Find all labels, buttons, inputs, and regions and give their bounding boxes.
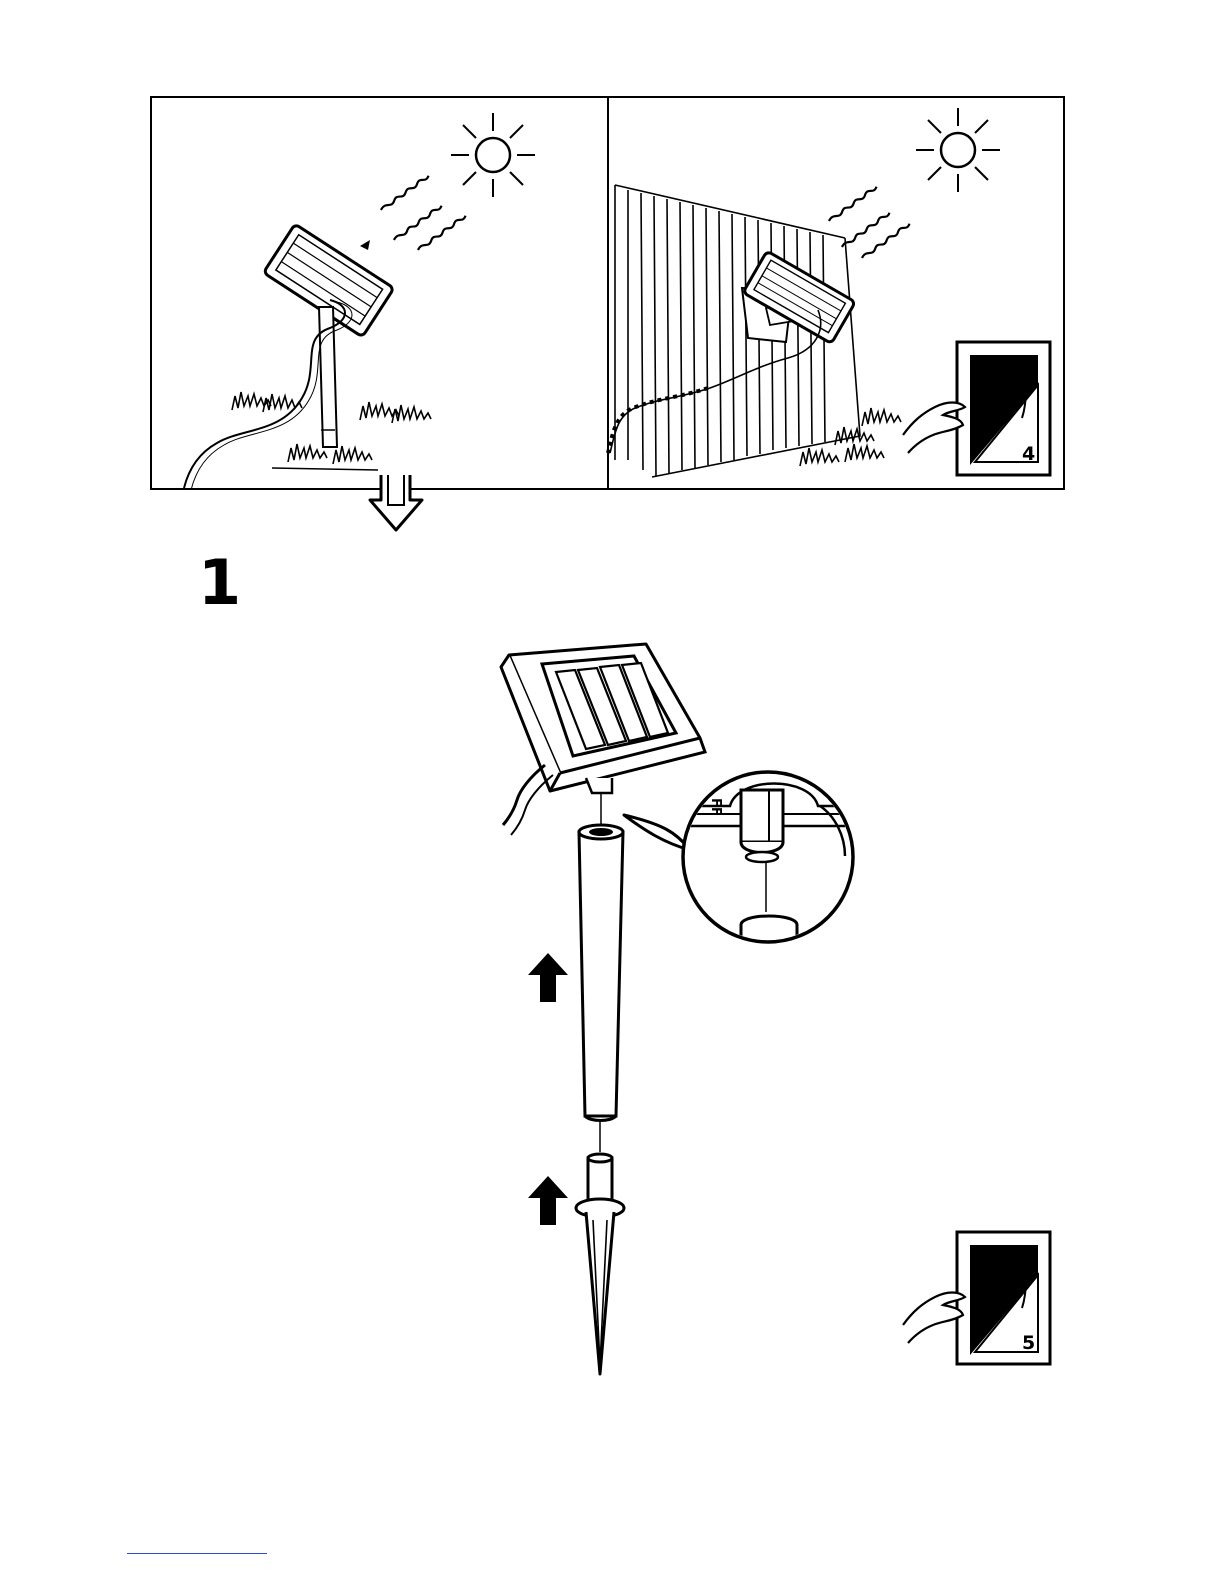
svg-text:FF: FF: [708, 798, 723, 816]
pole-tube: [579, 825, 623, 1121]
left-panel-scene: [184, 113, 535, 490]
up-arrow-icon: [528, 953, 568, 1002]
page-reference-top: 4: [1022, 443, 1035, 465]
magnifier-icon: FF: [624, 772, 853, 942]
ground-stake: [576, 1154, 624, 1374]
step-number: 1: [198, 552, 241, 614]
sun-icon: [916, 108, 1000, 192]
up-arrow-icon: [528, 1176, 568, 1225]
footer-link-underline: [127, 1553, 267, 1555]
page-reference-bottom: 5: [1022, 1332, 1035, 1354]
sun-icon: [451, 113, 535, 197]
solar-panel: [501, 644, 705, 835]
down-arrow-icon: [370, 475, 422, 530]
